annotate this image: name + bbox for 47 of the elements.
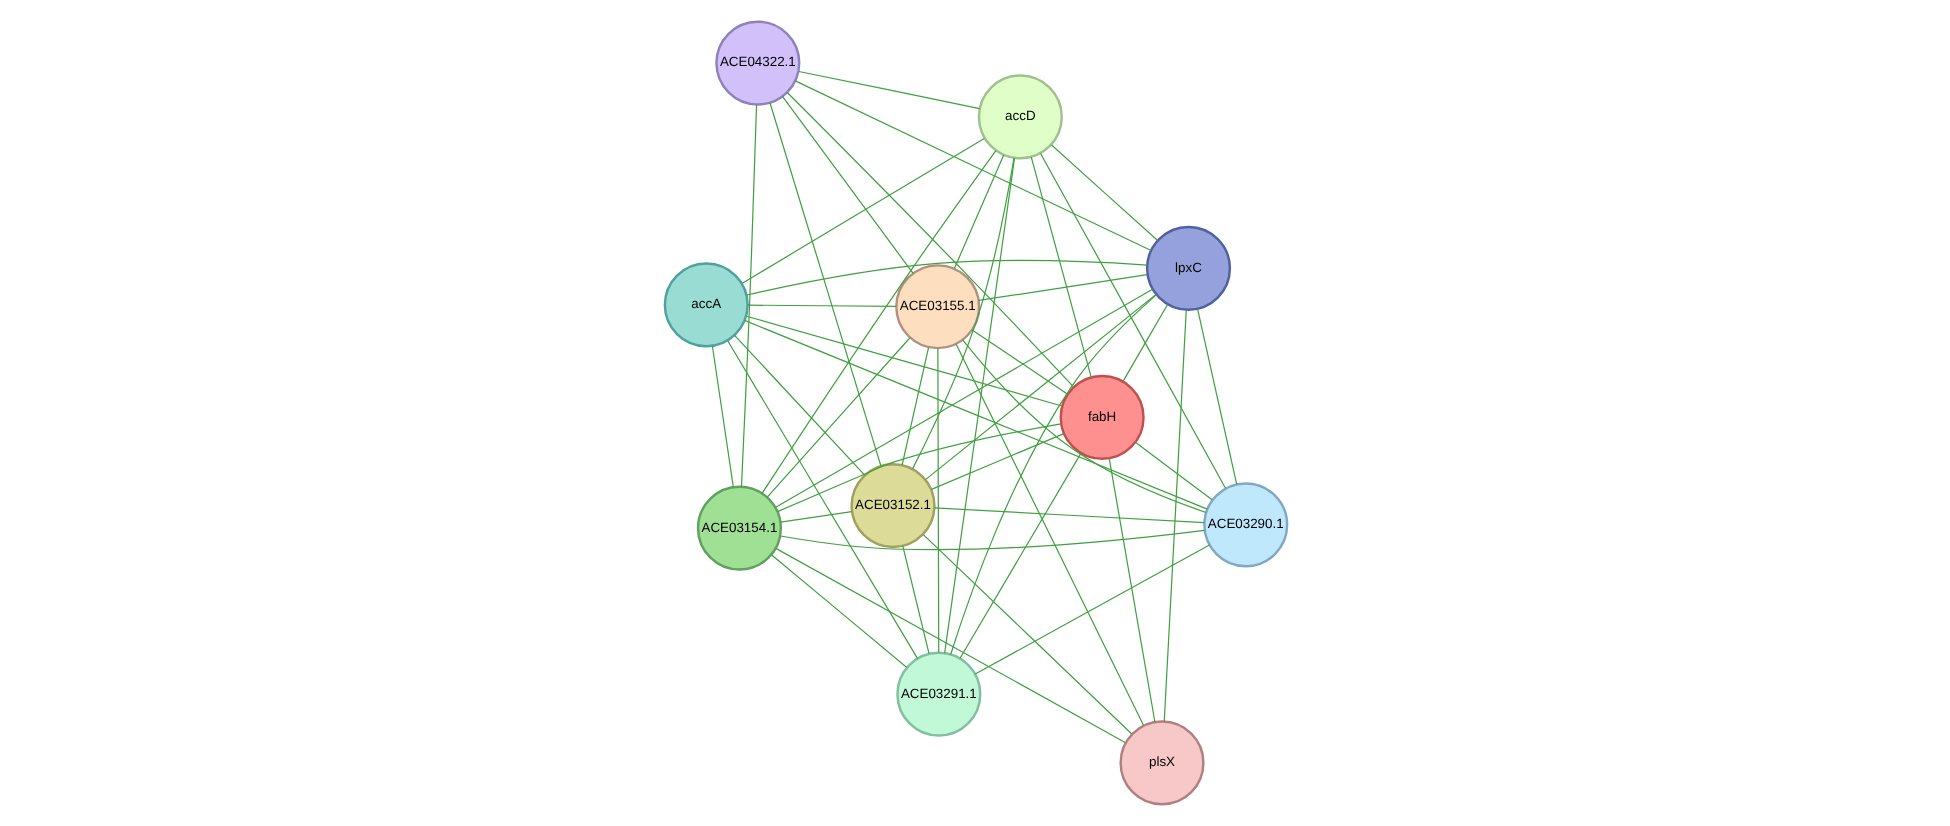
connector bbox=[923, 294, 1156, 481]
connector bbox=[973, 544, 1209, 675]
connector bbox=[1029, 156, 1091, 379]
connector bbox=[970, 329, 1068, 395]
connector bbox=[773, 288, 1153, 508]
connector bbox=[901, 545, 929, 655]
connector bbox=[797, 70, 980, 110]
connector bbox=[1121, 303, 1168, 382]
connector bbox=[746, 304, 896, 307]
connector bbox=[1162, 309, 1186, 723]
connector bbox=[785, 91, 1074, 388]
connector bbox=[961, 339, 1206, 514]
connector bbox=[900, 346, 929, 466]
connector bbox=[793, 80, 1151, 252]
connector bbox=[921, 534, 1132, 735]
connector bbox=[910, 157, 1014, 470]
connector bbox=[1049, 144, 1158, 242]
connector bbox=[740, 137, 984, 285]
connector bbox=[733, 334, 865, 476]
connector bbox=[977, 274, 1147, 302]
connector bbox=[958, 452, 1081, 659]
connector bbox=[1038, 152, 1226, 489]
connector bbox=[932, 507, 1204, 524]
connector bbox=[952, 154, 1004, 270]
connector bbox=[954, 343, 1144, 727]
connector bbox=[943, 157, 1015, 654]
connector bbox=[1107, 457, 1155, 723]
connector bbox=[760, 149, 996, 494]
connector bbox=[726, 340, 918, 660]
connector bbox=[929, 433, 1064, 491]
connector bbox=[779, 511, 852, 523]
connector bbox=[1133, 441, 1212, 501]
connector bbox=[778, 529, 1205, 551]
connector bbox=[744, 315, 1062, 407]
connector bbox=[1195, 308, 1237, 485]
connector bbox=[745, 259, 1147, 296]
connector bbox=[780, 95, 913, 274]
connector bbox=[710, 345, 733, 488]
connector bbox=[743, 319, 1207, 510]
connector bbox=[768, 102, 881, 467]
connector bbox=[765, 337, 910, 498]
connector bbox=[739, 103, 757, 488]
connector bbox=[774, 547, 1126, 744]
connector bbox=[949, 294, 1156, 656]
connector bbox=[769, 554, 907, 669]
connector bbox=[775, 423, 1061, 513]
connector bbox=[936, 347, 939, 654]
